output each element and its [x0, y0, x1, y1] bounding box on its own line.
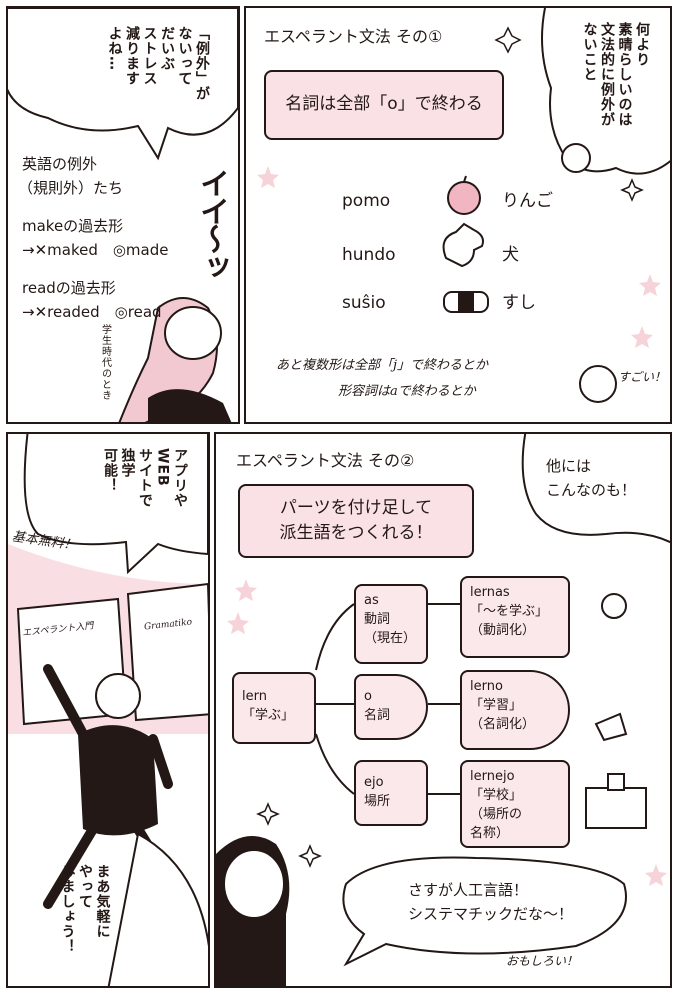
student-era-note: 学生時代のとき [99, 324, 111, 401]
bottom-bubble-text: さすが人工言語！システマチックだな〜！ [408, 881, 574, 923]
result-lernas: lernas「〜を学ぶ」（動詞化） [460, 576, 570, 658]
grammar-1-title: エスペラント文法 その① [264, 27, 443, 46]
rule-box: 名詞は全部「o」で終わる [264, 70, 504, 140]
adjective-note: 形容詞はaで終わるとか [338, 384, 476, 399]
sugoi-exclaim: すごい！ [618, 370, 667, 384]
english-exceptions-subtitle: （規則外）たち [18, 179, 124, 197]
panel-4: エスペラント文法 その② パーツを付け足して派生語をつくれる！ 他にはこんなのも… [214, 432, 672, 988]
result-lerno: lerno「学習」（名詞化） [460, 670, 570, 750]
make-past-forms: →✕maked ◎made [22, 241, 169, 259]
omoshiroi: おもしろい！ [506, 954, 579, 968]
meaning-dog: 犬 [502, 245, 519, 265]
word-susio: suŝio [342, 293, 386, 313]
read-past-forms: →✕readed ◎read [22, 303, 162, 321]
panel-2-art [257, 8, 670, 403]
panel-3-art [8, 434, 208, 986]
plural-note: あと複数形は全部「j」で終わるとか [276, 358, 489, 373]
derivation-box: パーツを付け足して派生語をつくれる！ [238, 484, 474, 558]
word-hundo: hundo [342, 245, 396, 265]
sound-effect: イイ〜ッ [194, 168, 229, 280]
word-pomo: pomo [342, 191, 391, 211]
grammar-2-title: エスペラント文法 その② [236, 451, 415, 470]
bubble-vertical-text: 何より素晴らしいのは文法的に例外がないこと [581, 22, 651, 127]
meaning-apple: りんご [502, 191, 553, 211]
panel-1-art [8, 8, 238, 422]
panel-2: エスペラント文法 その① 名詞は全部「o」で終わる 何より素晴らしいのは文法的に… [244, 6, 672, 424]
result-lernejo: lernejo「学校」（場所の名称） [460, 760, 570, 848]
read-past-label: readの過去形 [22, 279, 116, 297]
panel-1: 「例外」がないってだいぶストレス減りますよね… 英語の例外 （規則外）たち ma… [6, 6, 240, 424]
bubble-vertical-text: 「例外」がないってだいぶストレス減りますよね… [106, 26, 211, 101]
bubble-text: 他にはこんなのも！ [546, 457, 637, 499]
english-exceptions-title: 英語の例外 [22, 155, 98, 173]
bottom-vertical-text: まあ気軽にやってみましょう！ [59, 864, 111, 954]
meaning-sushi: すし [502, 293, 536, 313]
make-past-label: makeの過去形 [22, 217, 124, 235]
panel-4-art [216, 434, 670, 986]
root-lern: lern「学ぶ」 [232, 672, 316, 744]
